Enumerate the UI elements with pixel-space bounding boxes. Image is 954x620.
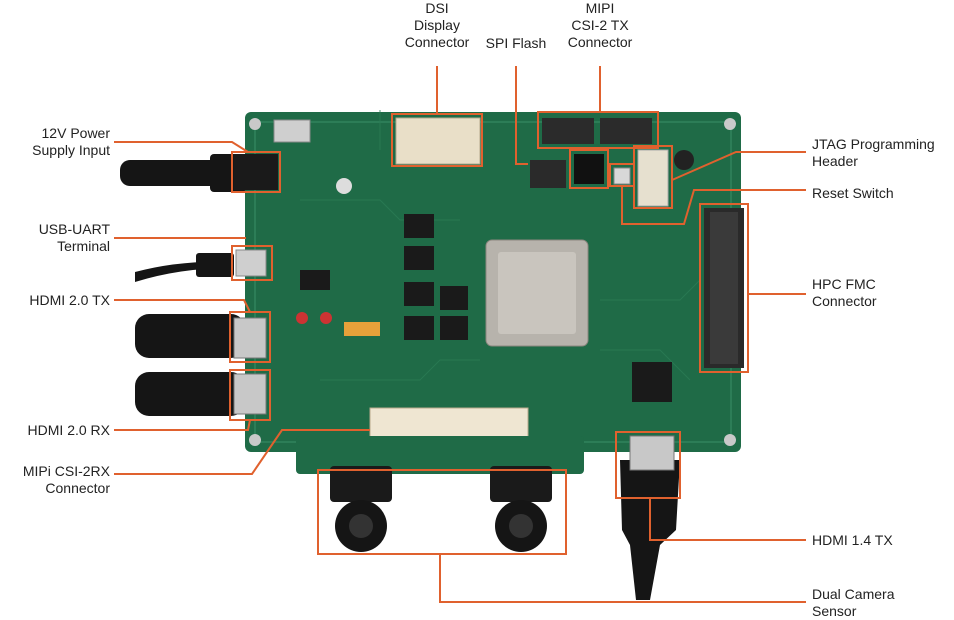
ddr-chip-1 bbox=[404, 214, 434, 238]
label-dual-camera: Dual Camera Sensor bbox=[812, 586, 895, 619]
usb-callout-box bbox=[231, 245, 273, 281]
power-jack bbox=[234, 154, 278, 190]
hdmi-rx-port bbox=[233, 373, 267, 415]
hdmi-tx-cable bbox=[135, 314, 245, 358]
camera-leader bbox=[439, 554, 806, 603]
ddr-chip-4 bbox=[404, 316, 434, 340]
hdmi14-leader bbox=[649, 498, 806, 541]
components bbox=[233, 117, 744, 471]
label-mipi-tx-connector: MIPI CSI-2 TX Connector bbox=[567, 0, 633, 50]
fmc-callout-box bbox=[699, 203, 749, 373]
reset-switch bbox=[613, 167, 631, 185]
hdmi-tx-leader bbox=[114, 299, 251, 313]
label-mipi-rx-connector: MIPi CSI-2RX Connector bbox=[22, 463, 110, 496]
label-spi-flash: SPI Flash bbox=[485, 35, 547, 51]
power-leader bbox=[114, 141, 249, 153]
label-hdmi14-tx: HDMI 1.4 TX bbox=[812, 532, 893, 548]
hdmi14-callout-box bbox=[615, 431, 681, 499]
label-power-input: 12V Power Supply Input bbox=[32, 125, 110, 158]
mipi-tx-connector-b bbox=[600, 118, 652, 144]
spi-flash-chip bbox=[530, 160, 566, 188]
label-jtag-header: JTAG Programming Header bbox=[812, 136, 935, 169]
mounting-holes bbox=[249, 118, 736, 446]
dsi-connector bbox=[395, 117, 481, 165]
label-hdmi-tx20: HDMI 2.0 TX bbox=[29, 292, 110, 308]
power-callout-box bbox=[231, 151, 281, 193]
hdmi-rx-leader bbox=[114, 419, 251, 431]
mipi-rx-connector bbox=[369, 407, 529, 439]
ddr-chip-2 bbox=[404, 246, 434, 270]
usb-port bbox=[235, 249, 267, 277]
label-fmc-connector: HPC FMC Connector bbox=[812, 276, 877, 309]
reset-leader bbox=[621, 186, 806, 225]
hdmi14-port bbox=[629, 435, 675, 471]
callouts bbox=[114, 66, 806, 603]
spi-callout-box bbox=[569, 149, 609, 189]
ddr-chip-3 bbox=[404, 282, 434, 306]
hdmi-tx-port bbox=[233, 317, 267, 359]
jtag-leader bbox=[671, 151, 806, 181]
label-reset-switch: Reset Switch bbox=[812, 185, 894, 201]
mipi-rx-leader bbox=[114, 429, 370, 475]
mipi-tx-connector-a bbox=[542, 118, 594, 144]
camera-callout-box bbox=[317, 469, 567, 555]
camera-board bbox=[296, 436, 584, 552]
spi-leader bbox=[515, 66, 528, 165]
label-dsi-connector: DSI Display Connector bbox=[404, 0, 470, 50]
label-hdmi-rx20: HDMI 2.0 RX bbox=[27, 422, 110, 438]
jtag-header bbox=[637, 149, 669, 207]
hdmi-rx-cable bbox=[135, 372, 245, 416]
mipi-tx-callout-box bbox=[537, 111, 659, 149]
label-usb-uart: USB-UART Terminal bbox=[38, 221, 110, 254]
